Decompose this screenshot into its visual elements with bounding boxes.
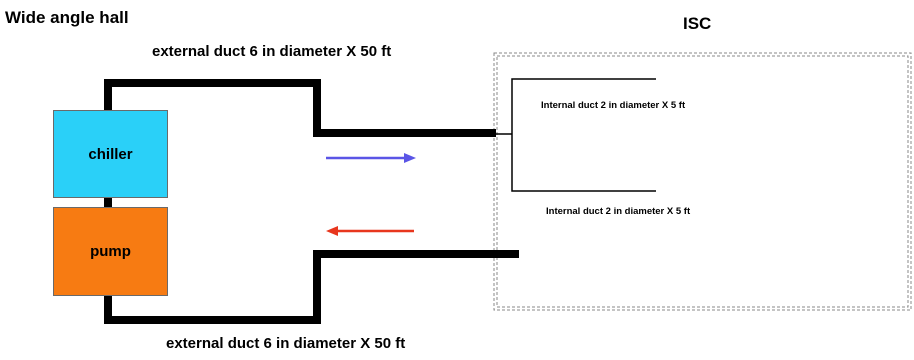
- chiller-label: chiller: [88, 145, 133, 163]
- pump-label: pump: [90, 243, 131, 260]
- chiller-box: chiller: [53, 110, 168, 198]
- isc-enclosure: [493, 52, 912, 311]
- isc-label: ISC: [683, 14, 712, 33]
- bottom-external-duct: [104, 250, 519, 324]
- flow-out-arrow: [326, 153, 416, 163]
- page-title: Wide angle hall: [5, 8, 129, 27]
- internal-duct-branch: [511, 78, 656, 192]
- internal-duct-top-label: Internal duct 2 in diameter X 5 ft: [541, 100, 686, 111]
- flow-return-arrow: [326, 226, 414, 236]
- top-duct-label: external duct 6 in diameter X 50 ft: [152, 43, 392, 60]
- pump-box: pump: [53, 207, 168, 296]
- top-external-duct: [104, 79, 496, 137]
- internal-duct-bottom-label: Internal duct 2 in diameter X 5 ft: [546, 206, 691, 217]
- isc-enclosure-inner: [496, 55, 909, 308]
- bottom-duct-label: external duct 6 in diameter X 50 ft: [166, 335, 406, 352]
